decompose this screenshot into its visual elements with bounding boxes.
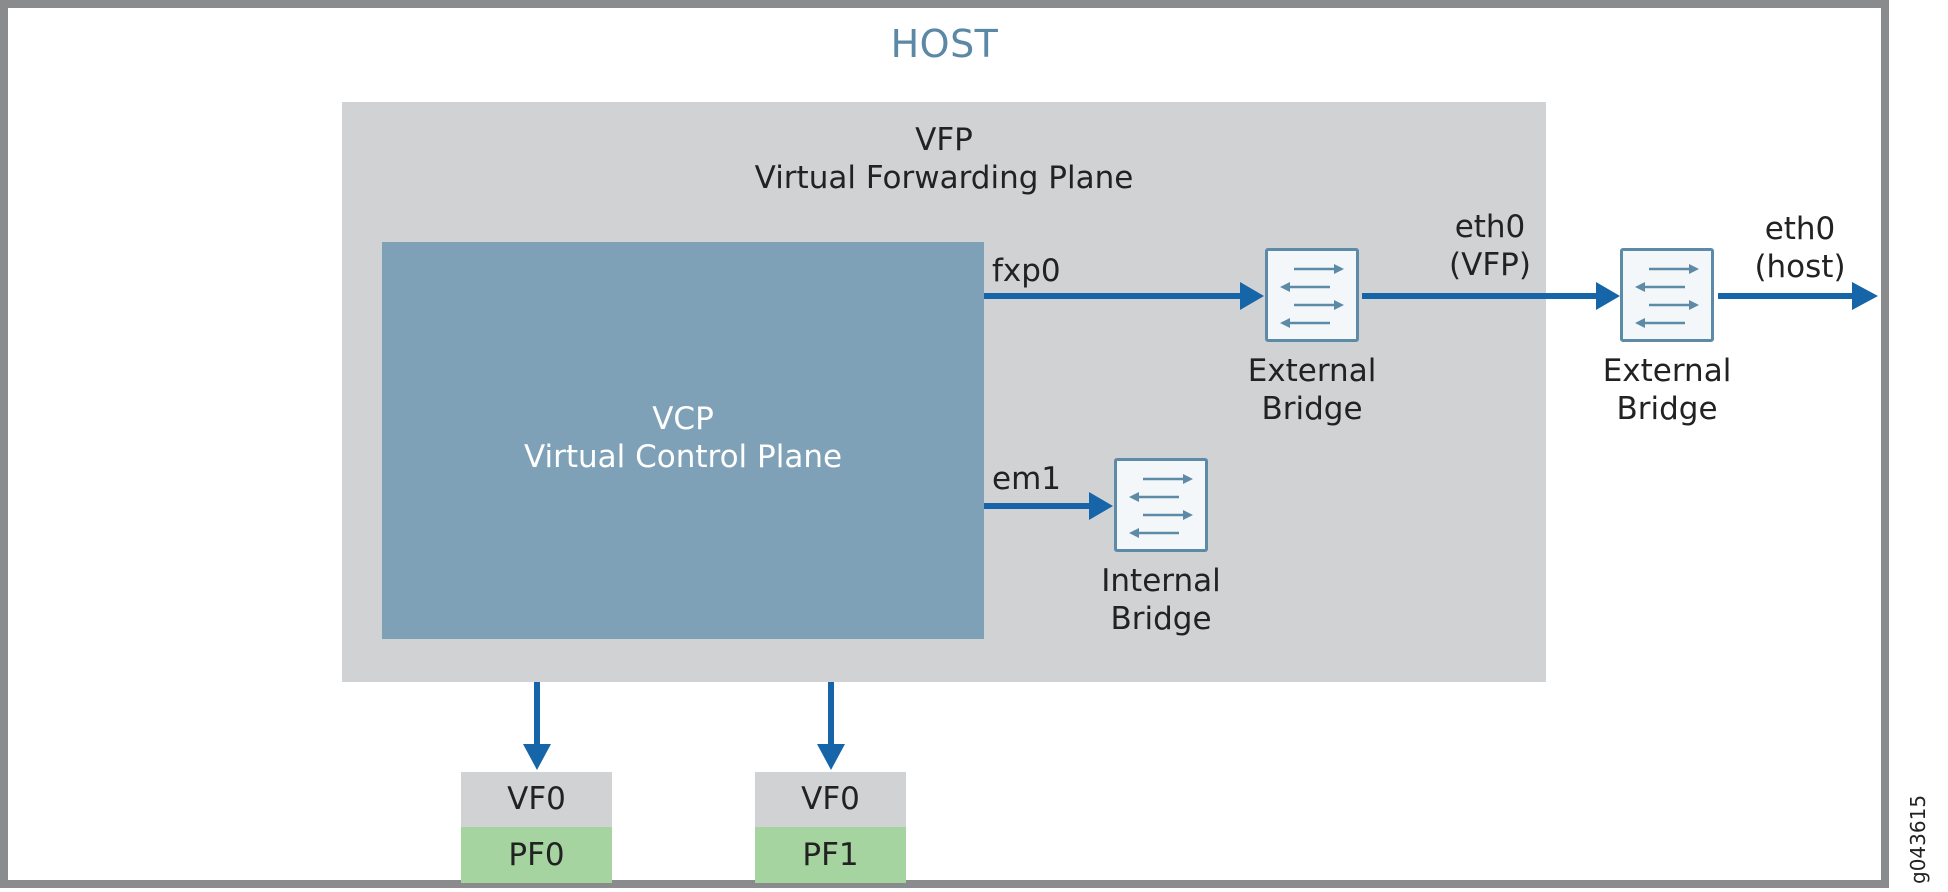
em1-label: em1 [992, 461, 1061, 497]
internal-bridge-icon [1114, 458, 1208, 552]
internal-bridge-label-line1: Internal [1101, 563, 1221, 599]
eth0-host-label-line2: (host) [1754, 249, 1846, 285]
external-bridge-icon [1265, 248, 1359, 342]
pf0-arrowhead [523, 744, 551, 770]
eth0-host-label: eth0 (host) [1740, 210, 1860, 286]
vcp-box [382, 242, 984, 639]
vf-cell: VF0 [755, 772, 906, 827]
vcp-title-line2: Virtual Control Plane [523, 439, 843, 475]
vcp-title-line1: VCP [652, 401, 714, 437]
fxp0-arrowhead [1240, 282, 1264, 310]
vf-cell: VF0 [461, 772, 612, 827]
eth0-vfp-label-line2: (VFP) [1449, 247, 1531, 283]
pf-cell: PF0 [461, 827, 612, 883]
function-stack-2: VF0 PF1 [755, 772, 906, 883]
vfp-title: VFP Virtual Forwarding Plane [342, 121, 1546, 197]
internal-bridge-label-line2: Bridge [1110, 601, 1212, 637]
external-bridge-host-label: External Bridge [1587, 352, 1747, 428]
host-title: HOST [890, 22, 999, 66]
eth0-vfp-arrowhead [1596, 282, 1620, 310]
pf-cell: PF1 [755, 827, 906, 883]
figure-id: g043615 [1906, 794, 1930, 884]
external-bridge-label-line1: External [1247, 353, 1377, 389]
eth0-host-arrowhead [1852, 282, 1878, 310]
external-bridge-label-line2: Bridge [1261, 391, 1363, 427]
em1-arrowhead [1089, 492, 1113, 520]
vfp-title-line2: Virtual Forwarding Plane [754, 160, 1134, 196]
function-stack-1: VF0 PF0 [461, 772, 612, 883]
eth0-host-label-line1: eth0 [1764, 211, 1836, 247]
vcp-title: VCP Virtual Control Plane [382, 400, 984, 476]
external-bridge-host-label-line2: Bridge [1616, 391, 1718, 427]
vfp-title-line1: VFP [915, 122, 973, 158]
external-bridge-label: External Bridge [1232, 352, 1392, 428]
eth0-vfp-label-line1: eth0 [1454, 209, 1526, 245]
external-bridge-host-label-line1: External [1602, 353, 1732, 389]
fxp0-label: fxp0 [992, 253, 1061, 289]
external-bridge-host-icon [1620, 248, 1714, 342]
eth0-vfp-label: eth0 (VFP) [1420, 208, 1560, 284]
host-frame [0, 0, 1889, 888]
internal-bridge-label: Internal Bridge [1081, 562, 1241, 638]
pf1-arrowhead [817, 744, 845, 770]
